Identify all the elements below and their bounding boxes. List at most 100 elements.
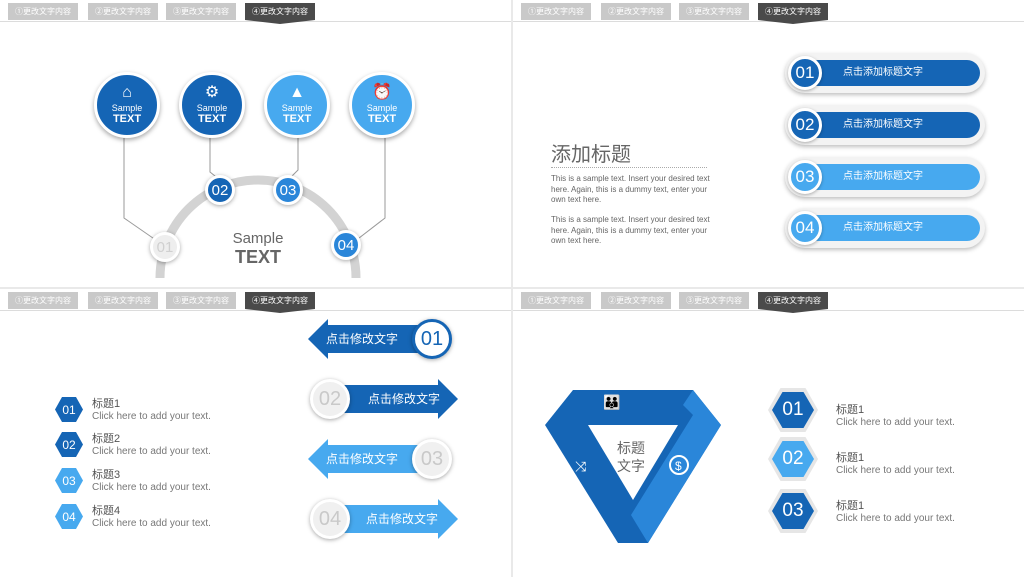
paragraph-2: This is a sample text. Insert your desir…	[551, 215, 710, 245]
hex-badge-2: 02	[768, 437, 818, 481]
gear-icon: ⚙	[204, 84, 220, 101]
tab-2[interactable]: ②更改文字内容	[601, 292, 671, 309]
tab-3[interactable]: ③更改文字内容	[679, 292, 749, 309]
hex-number: 03	[772, 493, 814, 529]
list-desc-3[interactable]: Click here to add your text.	[92, 482, 211, 493]
pill-number: 03	[788, 160, 822, 194]
paragraph-1: This is a sample text. Insert your desir…	[551, 174, 710, 204]
connector-2	[209, 138, 221, 181]
tab-1[interactable]: ①更改文字内容	[521, 3, 591, 20]
tab-bar: ①更改文字内容 ②更改文字内容 ③更改文字内容 ④更改文字内容	[0, 0, 511, 24]
feature-circle-3: ▲ Sample TEXT	[264, 72, 330, 138]
triangle-caption-line2: 文字	[617, 458, 645, 474]
arrow-number: 01	[412, 319, 452, 359]
pill-label: 点击添加标题文字	[805, 60, 980, 86]
dollar-symbol: $	[675, 459, 682, 473]
list-title-3: 标题3	[92, 469, 121, 481]
item-desc-3[interactable]: Click here to add your text.	[836, 513, 955, 524]
arrow-label: 点击修改文字	[366, 512, 439, 526]
hex-number: 01	[772, 392, 814, 428]
list-title-4: 标题4	[92, 505, 121, 517]
connector-1	[123, 138, 164, 246]
tab-2[interactable]: ②更改文字内容	[601, 3, 671, 20]
tab-2[interactable]: ②更改文字内容	[88, 292, 158, 309]
hex-badge-3: 03	[768, 489, 818, 533]
tab-bar: ①更改文字内容 ②更改文字内容 ③更改文字内容 ④更改文字内容	[0, 289, 511, 313]
pill-number: 02	[788, 108, 822, 142]
tab-bar: ①更改文字内容 ②更改文字内容 ③更改文字内容 ④更改文字内容	[513, 289, 1024, 313]
feature-circle-4: ⏰ Sample TEXT	[349, 72, 415, 138]
circle-label: Sample	[366, 103, 398, 113]
feature-circle-2: ⚙ Sample TEXT	[179, 72, 245, 138]
arrow-number: 02	[310, 379, 350, 419]
circle-label: Sample	[111, 103, 143, 113]
list-desc-4[interactable]: Click here to add your text.	[92, 518, 211, 529]
tab-bar: ①更改文字内容 ②更改文字内容 ③更改文字内容 ④更改文字内容	[513, 0, 1024, 24]
tab-2[interactable]: ②更改文字内容	[88, 3, 158, 20]
arrow-button-2[interactable]: 02 点击修改文字	[308, 377, 458, 421]
circle-label: Sample	[196, 103, 228, 113]
connector-3	[287, 138, 299, 181]
tab-3[interactable]: ③更改文字内容	[166, 3, 236, 20]
list-title-1: 标题1	[92, 398, 121, 410]
circle-label-bold: TEXT	[197, 113, 227, 125]
tab-4[interactable]: ④更改文字内容	[758, 3, 828, 20]
dollar-icon	[669, 455, 689, 475]
pill-number: 04	[788, 211, 822, 245]
tab-pointer	[245, 20, 315, 24]
item-title-3: 标题1	[836, 500, 865, 512]
pill-label: 点击添加标题文字	[805, 215, 980, 241]
arrow-button-4[interactable]: 04 点击修改文字	[308, 497, 458, 541]
list-desc-2[interactable]: Click here to add your text.	[92, 446, 211, 457]
triangle-side	[631, 390, 721, 543]
slide-2: ①更改文字内容 ②更改文字内容 ③更改文字内容 ④更改文字内容 添加标题 Thi…	[513, 0, 1024, 287]
alarm-clock-icon: ⏰	[372, 84, 392, 101]
arrow-label: 点击修改文字	[326, 452, 399, 466]
home-icon: ⌂	[122, 84, 132, 101]
right-arrow-shape	[328, 379, 458, 419]
title-pill-3[interactable]: 点击添加标题文字 03	[785, 157, 985, 197]
tab-4[interactable]: ④更改文字内容	[758, 292, 828, 309]
arrow-button-1[interactable]: 点击修改文字 01	[308, 317, 458, 361]
arrow-button-3[interactable]: 点击修改文字 03	[308, 437, 458, 481]
list-desc-1[interactable]: Click here to add your text.	[92, 411, 211, 422]
title-pill-1[interactable]: 点击添加标题文字 01	[785, 53, 985, 93]
slide-4: ①更改文字内容 ②更改文字内容 ③更改文字内容 ④更改文字内容 👪 ⤨ $ 标题…	[513, 289, 1024, 577]
tab-3[interactable]: ③更改文字内容	[166, 292, 236, 309]
right-arrow-shape	[328, 499, 458, 539]
arrow-number: 04	[310, 499, 350, 539]
slide-3: ①更改文字内容 ②更改文字内容 ③更改文字内容 ④更改文字内容 01 标题1 C…	[0, 289, 511, 577]
list-hex-1: 01	[55, 397, 83, 422]
list-hex-2: 02	[55, 432, 83, 457]
hex-number: 02	[772, 441, 814, 477]
circle-label-bold: TEXT	[282, 113, 312, 125]
circle-label-bold: TEXT	[367, 113, 397, 125]
title-pill-4[interactable]: 点击添加标题文字 04	[785, 208, 985, 248]
tab-4[interactable]: ④更改文字内容	[245, 292, 315, 309]
tab-3[interactable]: ③更改文字内容	[679, 3, 749, 20]
tab-1[interactable]: ①更改文字内容	[521, 292, 591, 309]
pill-label: 点击添加标题文字	[805, 164, 980, 190]
arrow-label: 点击修改文字	[326, 332, 399, 346]
slide-title: 添加标题	[551, 143, 707, 168]
arrow-number: 03	[412, 439, 452, 479]
left-arrow-shape	[308, 439, 438, 479]
item-desc-1[interactable]: Click here to add your text.	[836, 417, 955, 428]
title-pill-2[interactable]: 点击添加标题文字 02	[785, 105, 985, 145]
family-icon: 👪	[603, 394, 620, 411]
pill-label: 点击添加标题文字	[805, 112, 980, 138]
tab-4[interactable]: ④更改文字内容	[245, 3, 315, 20]
tab-pointer	[758, 309, 828, 313]
impossible-triangle: 👪 ⤨ $	[545, 390, 721, 543]
tab-1[interactable]: ①更改文字内容	[8, 292, 78, 309]
item-desc-2[interactable]: Click here to add your text.	[836, 465, 955, 476]
circle-label-bold: TEXT	[112, 113, 142, 125]
tab-1[interactable]: ①更改文字内容	[8, 3, 78, 20]
triangle-caption: 标题 文字	[609, 439, 653, 475]
tab-pointer	[758, 20, 828, 24]
center-caption-line1: Sample	[232, 230, 284, 247]
list-hex-3: 03	[55, 468, 83, 493]
step-badge-3: 03	[273, 175, 303, 205]
slide-1: ①更改文字内容 ②更改文字内容 ③更改文字内容 ④更改文字内容 ⌂ Sample…	[0, 0, 511, 287]
arrow-label: 点击修改文字	[368, 392, 441, 406]
